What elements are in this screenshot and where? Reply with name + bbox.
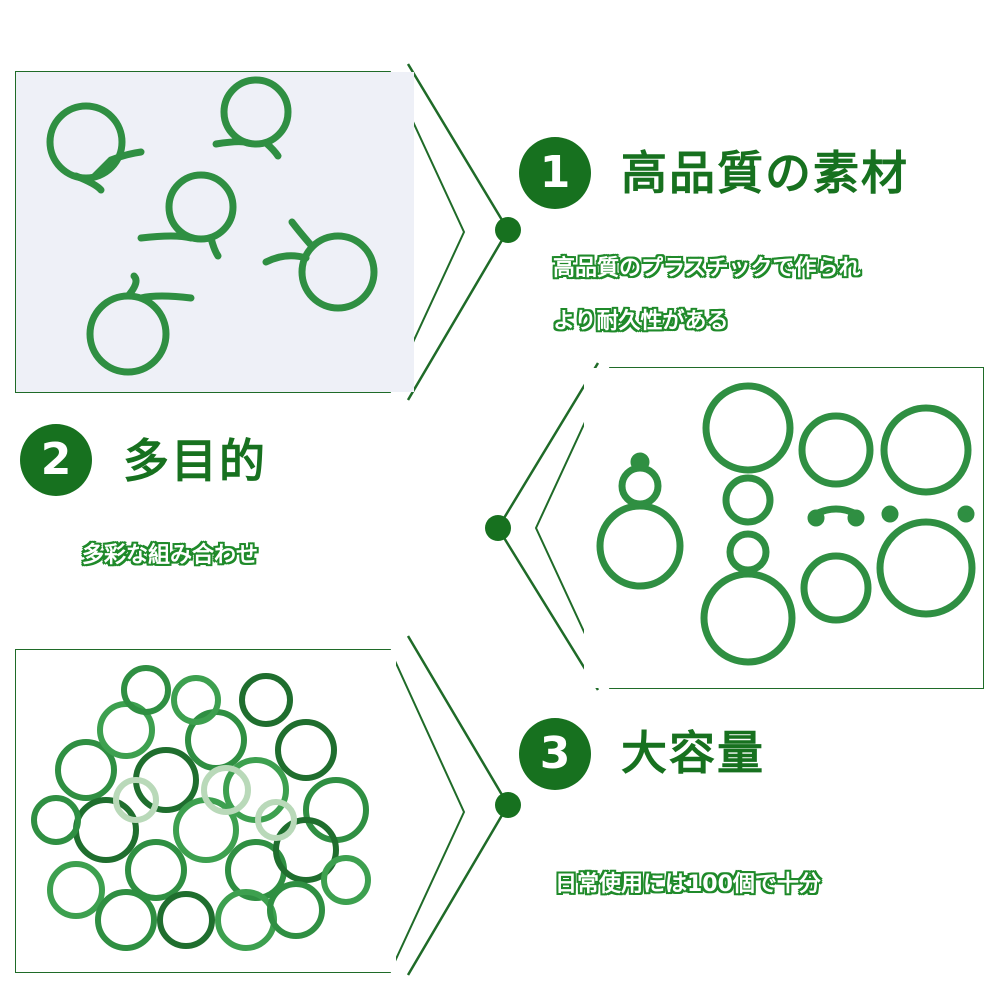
- shapes-illustration: [584, 368, 983, 688]
- chain-clip-icon: [700, 382, 796, 666]
- double-loop-clip-icon: [798, 412, 874, 624]
- pile-illustration: [16, 650, 396, 972]
- feature-2-number-badge: 2: [20, 424, 92, 496]
- feature-3-title: 大容量: [621, 726, 765, 780]
- plant-clip-icon: [46, 102, 145, 194]
- product-photo-shapes: [584, 368, 983, 688]
- feature-1-description-line-1: 高品質のプラスチックで作られ: [553, 256, 861, 281]
- feature-1-description-line-2: より耐久性がある: [553, 309, 729, 334]
- plant-clip-icon: [137, 171, 237, 260]
- connector-dot-3: [495, 792, 521, 818]
- connector-dot-2: [485, 515, 511, 541]
- plant-clip-icon: [212, 76, 292, 160]
- figure-eight-clip-icon: [596, 452, 684, 590]
- feature-2-description-line-1: 多彩な組み合わせ: [82, 543, 259, 568]
- main-zigzag-line: [406, 63, 510, 401]
- main-zigzag-line-3: [406, 635, 510, 976]
- plant-clip-icon: [86, 272, 195, 376]
- clip-shape-icons: [596, 382, 976, 666]
- feature-3-number-badge: 3: [519, 718, 591, 790]
- feature-3-description-line-1: 日常使用には100個で十分: [555, 872, 821, 897]
- clip-pile-icons: [31, 665, 371, 951]
- feature-1-number-badge: 1: [519, 137, 591, 209]
- feature-1-title: 高品質の素材: [621, 146, 909, 200]
- connector-dot-1: [495, 217, 521, 243]
- plant-clip-icon: [262, 218, 378, 312]
- plant-clip-icons: [46, 76, 378, 376]
- main-zigzag-line-2: [496, 362, 600, 691]
- clip-illustration: [16, 72, 414, 392]
- feature-2-title: 多目的: [123, 434, 267, 488]
- product-photo-pile: [16, 650, 396, 972]
- product-photo-clips: [16, 72, 414, 392]
- tall-double-loop-clip-icon: [876, 404, 976, 618]
